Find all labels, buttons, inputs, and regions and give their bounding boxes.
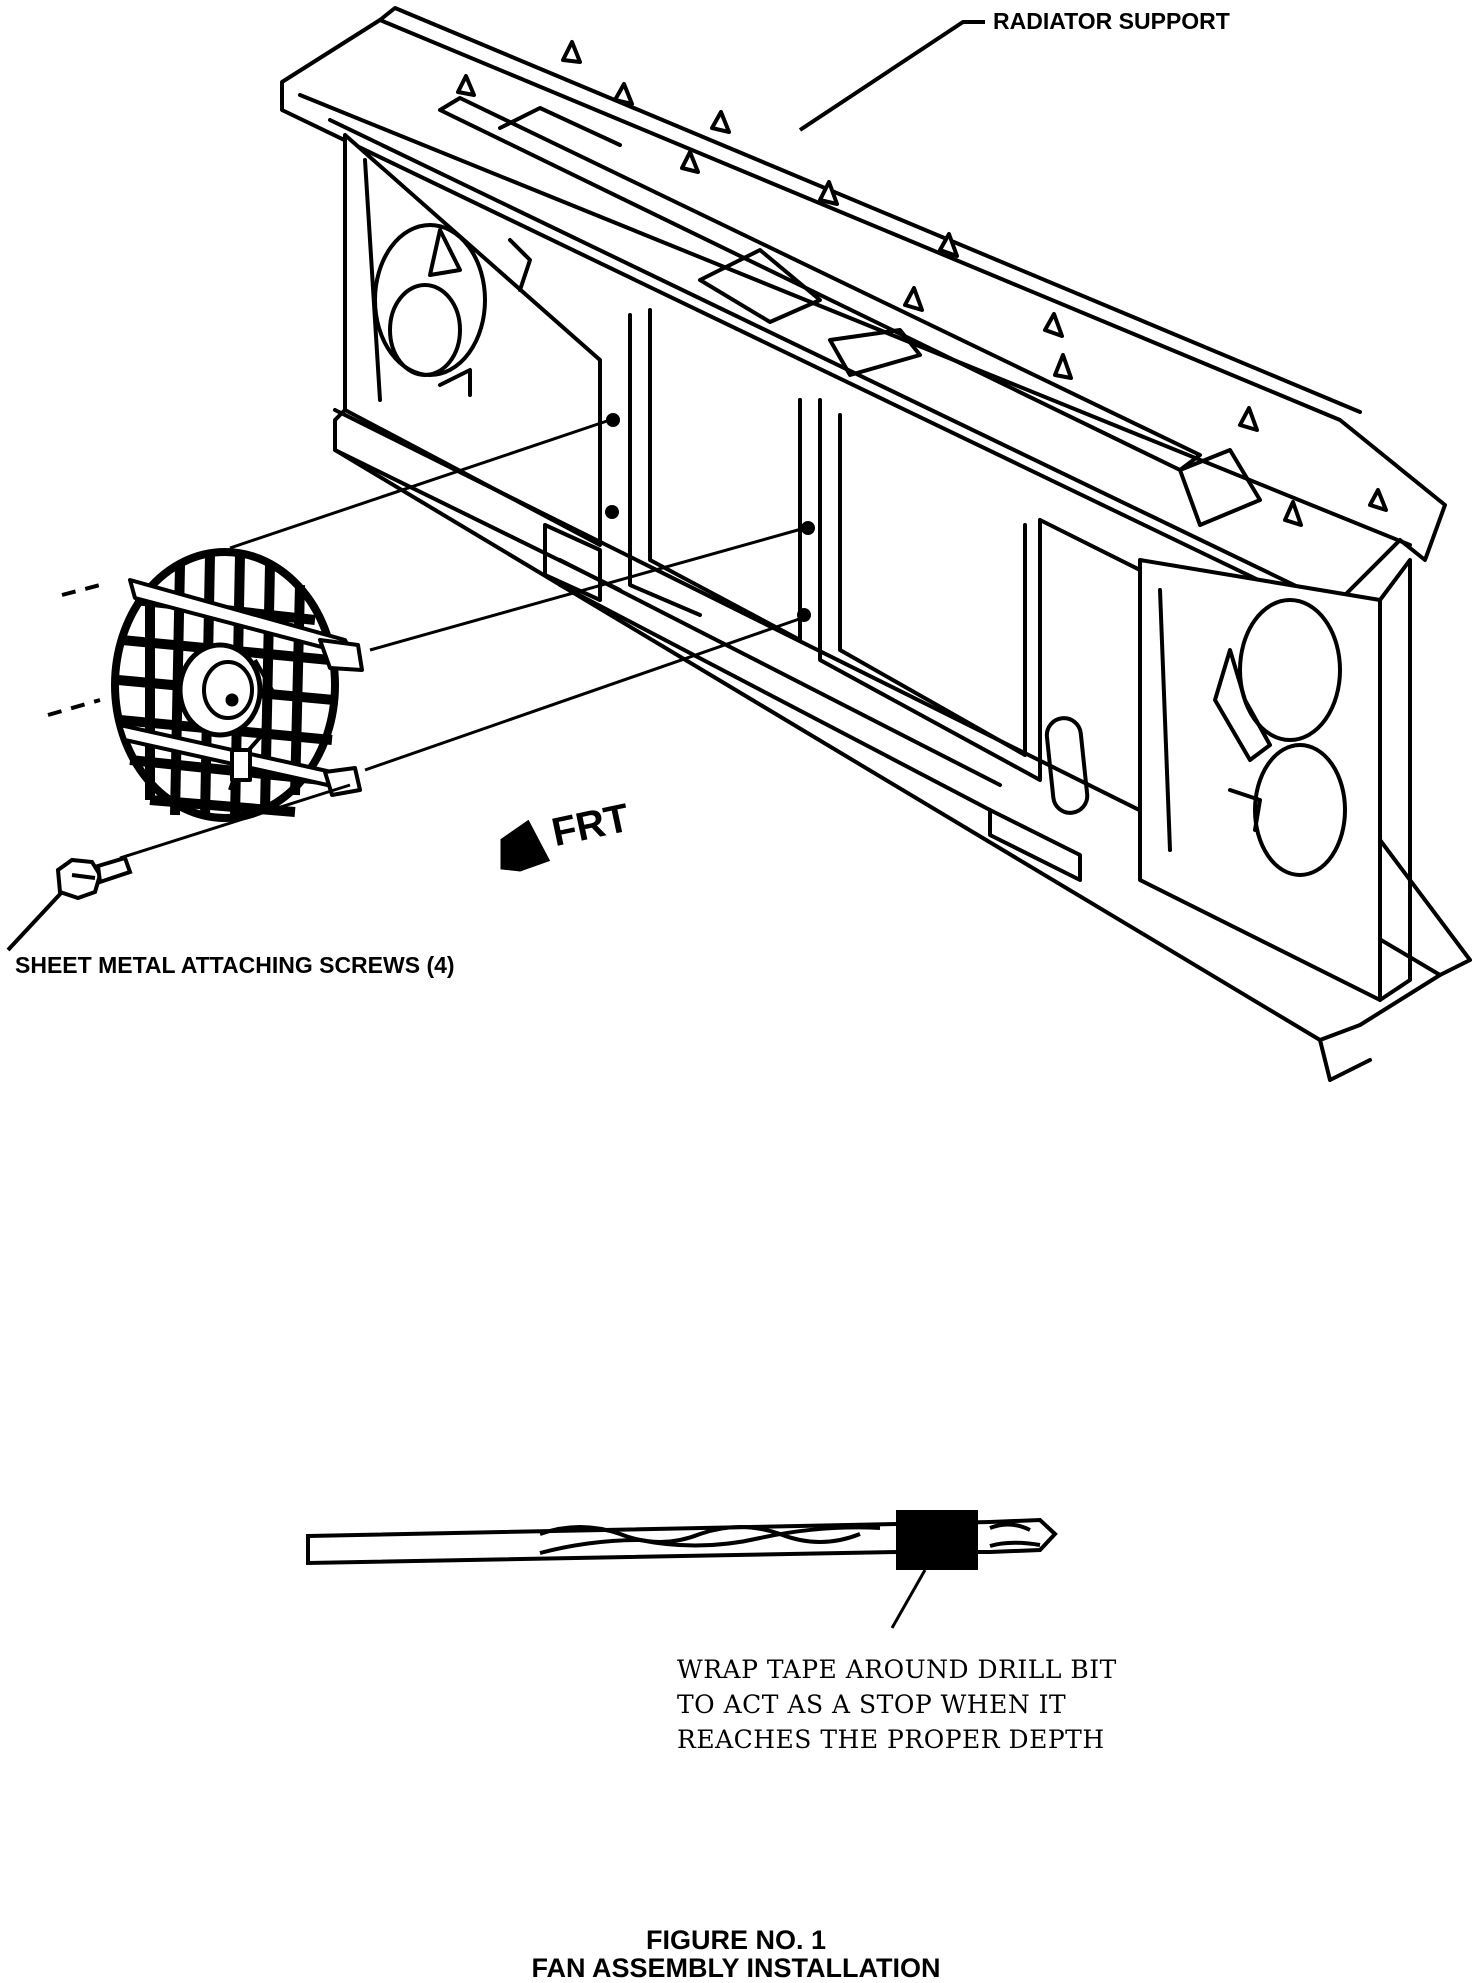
axis-leaders (47, 583, 101, 717)
figure-title: FAN ASSEMBLY INSTALLATION (531, 1953, 941, 1983)
rail-tabs (456, 40, 1388, 527)
tape-note-line-2: TO ACT AS A STOP WHEN IT (677, 1690, 1067, 1719)
radiator-support-leader (798, 20, 985, 132)
tape-note-leader (890, 1569, 927, 1629)
tape-note-line-1: WRAP TAPE AROUND DRILL BIT (677, 1655, 1117, 1684)
drill-bit-drawing (306, 1510, 1058, 1570)
front-arrow-icon (500, 819, 551, 872)
radiator-support-label: RADIATOR SUPPORT (993, 8, 1230, 34)
tape-note-line-3: REACHES THE PROPER DEPTH (677, 1725, 1105, 1754)
radiator-support-drawing (280, 6, 1472, 1082)
tape-note: WRAP TAPE AROUND DRILL BIT TO ACT AS A S… (677, 1652, 1117, 1757)
screws-leader (6, 890, 64, 952)
explode-lines (119, 418, 806, 860)
fan-assembly-drawing (111, 548, 364, 822)
figure-number: FIGURE NO. 1 (645, 1925, 827, 1955)
screw-drawing (55, 855, 133, 901)
tape-stop-band (896, 1510, 978, 1570)
screws-label: SHEET METAL ATTACHING SCREWS (4) (15, 952, 455, 978)
